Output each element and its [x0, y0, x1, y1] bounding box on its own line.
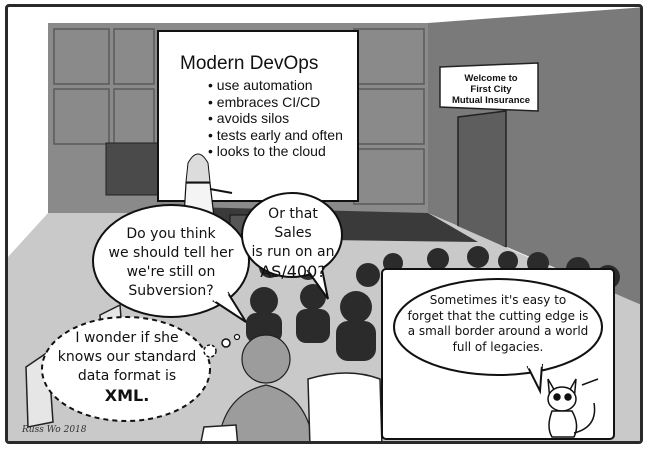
bubble-line: we're still on [126, 264, 216, 280]
bubble-line: Sometimes it's easy to [429, 293, 567, 307]
bubble-sales-text: Or that Sales is run on an AS/400? [248, 205, 338, 281]
slide-bullet: looks to the cloud [208, 143, 343, 160]
sign-line: Mutual Insurance [451, 95, 531, 106]
foreground-person [218, 334, 314, 441]
bubble-line: is run on an [251, 244, 335, 260]
comic-panel: Modern DevOps use automation embraces CI… [5, 4, 643, 444]
bubble-subversion-text: Do you think we should tell her we're st… [100, 225, 242, 301]
bubble-line: Subversion? [128, 283, 214, 299]
side-monitor-left [105, 142, 163, 196]
bubble-line: Do you think [126, 226, 216, 242]
slide-title: Modern DevOps [180, 53, 319, 74]
slide-bullet: embraces CI/CD [208, 94, 343, 111]
cat [547, 378, 599, 438]
slide-bullet: use automation [208, 77, 343, 94]
door [457, 110, 507, 248]
foreground-seats [200, 372, 383, 441]
bubble-sales [241, 192, 343, 300]
bubble-line: XML. [104, 386, 150, 405]
bubble-subversion [92, 204, 250, 323]
slide-bullet-list: use automation embraces CI/CD avoids sil… [208, 77, 343, 160]
bubble-line: we should tell her [108, 245, 234, 261]
welcome-sign [439, 62, 539, 112]
audience [246, 246, 620, 361]
bubble-xml-text: I wonder if she knows our standard data … [52, 329, 202, 405]
bubble-line: forget that the cutting edge is [407, 308, 589, 323]
bubble-line: full of legacies. [452, 339, 544, 354]
bubble-line: Or that Sales [268, 206, 318, 241]
bubble-line: I wonder if she [75, 330, 179, 346]
slide-bullet: avoids silos [208, 110, 343, 127]
welcome-sign-text: Welcome to First City Mutual Insurance [445, 73, 537, 106]
slide-bullet: tests early and often [208, 127, 343, 144]
sign-line: Welcome to [464, 73, 518, 84]
bubble-legacies-text: Sometimes it's easy to forget that the c… [400, 293, 596, 355]
bubble-line: data format is [77, 368, 177, 384]
auditorium-scene [8, 7, 640, 441]
bubble-line: knows our standard [57, 349, 197, 365]
bubble-xml [41, 316, 241, 422]
artist-signature: Russ Wo 2018 [22, 425, 87, 435]
sign-line: First City [470, 84, 512, 95]
bubble-line: a small border around a world [407, 324, 589, 338]
bubble-line: AS/400? [260, 262, 326, 281]
